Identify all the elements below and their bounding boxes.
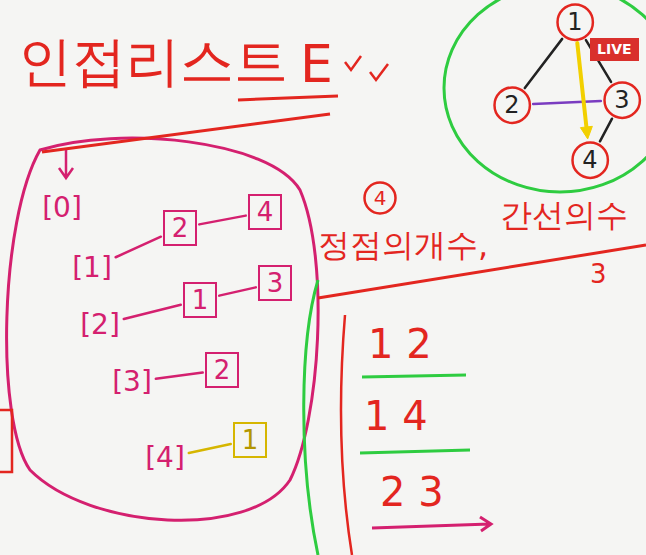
graph-edge — [533, 101, 601, 104]
graph-outline — [444, 0, 646, 192]
arrowhead — [580, 126, 592, 139]
title-rule — [42, 114, 330, 152]
list-index: [1] — [70, 252, 114, 285]
vertex-ring — [604, 82, 639, 117]
pointer-arrow — [59, 150, 73, 178]
title-underline — [238, 96, 338, 100]
vertex-ring — [494, 87, 529, 122]
check-marks — [345, 56, 388, 80]
list-index: [3] — [110, 366, 154, 399]
list-link — [189, 444, 231, 453]
graph-vertex: 4 — [571, 141, 609, 179]
list-outline — [7, 138, 319, 520]
node-text: 2 — [214, 356, 231, 385]
list-link — [219, 287, 256, 295]
vertex-ring — [365, 183, 396, 214]
list-item: 2 — [205, 352, 240, 389]
heading-text: 정점의개수, — [318, 228, 488, 263]
list-link — [116, 237, 161, 258]
graph-edge — [525, 39, 562, 88]
row-arrow — [372, 517, 491, 531]
list-link — [116, 237, 161, 258]
graph-edge — [533, 101, 601, 104]
list-index: [2] — [78, 309, 122, 342]
list-link — [124, 305, 181, 319]
input-outline — [304, 280, 318, 555]
graph-vertex: 1 — [556, 3, 594, 41]
heading-text: 간선의수 — [500, 198, 628, 233]
node-text: 4 — [374, 187, 387, 209]
list-link — [189, 444, 231, 453]
list-index: [0] — [40, 192, 84, 225]
graph-edge — [600, 119, 612, 142]
node-text: 1 — [192, 286, 209, 315]
list-link — [199, 216, 246, 225]
node-text: 1 — [242, 426, 259, 455]
node-text: 4 — [582, 147, 597, 173]
list-item: 2 — [163, 210, 198, 247]
list-index: [4] — [143, 442, 187, 475]
node-text: 3 — [614, 87, 629, 113]
list-link — [219, 287, 256, 295]
vertex-ring — [557, 4, 592, 39]
list-item: 3 — [258, 265, 293, 302]
list-link — [199, 216, 246, 225]
node-text: [2] — [80, 310, 120, 341]
traversal-arrow — [577, 43, 586, 129]
node-text: 4 — [257, 198, 274, 227]
circled-number: 4 — [363, 181, 397, 215]
list-item-highlight: 1 — [233, 422, 268, 459]
node-text: [0] — [42, 193, 82, 224]
node-text: 1 — [567, 9, 582, 35]
live-badge: LIVE — [590, 38, 639, 61]
graph-vertex: 2 — [493, 86, 531, 124]
edge-set-symbol: E — [300, 36, 333, 93]
graph-vertex: 3 — [603, 81, 641, 119]
list-item: 4 — [248, 194, 283, 231]
node-text: 3 — [267, 269, 284, 298]
node-text: 2 — [172, 214, 189, 243]
node-text: [3] — [112, 367, 152, 398]
row-underline — [362, 375, 466, 377]
vertex-ring — [572, 142, 607, 177]
cut-box — [0, 410, 12, 472]
list-link — [124, 305, 181, 319]
row-underline — [360, 450, 470, 453]
title: 인접리스트 — [18, 32, 288, 91]
node-text: [4] — [145, 443, 185, 474]
list-link — [156, 373, 203, 379]
graph-edge — [525, 39, 562, 88]
edge-count: 3 — [590, 260, 607, 289]
node-text: 2 — [504, 92, 519, 118]
node-text: [1] — [72, 253, 112, 284]
edge-pair: 1 2 — [368, 322, 432, 366]
edge-pair: 2 3 — [380, 470, 444, 514]
input-bracket — [341, 315, 352, 555]
list-item: 1 — [183, 282, 218, 319]
list-link — [156, 373, 203, 379]
edge-pair: 1 4 — [364, 394, 428, 438]
graph-edge — [600, 119, 612, 142]
